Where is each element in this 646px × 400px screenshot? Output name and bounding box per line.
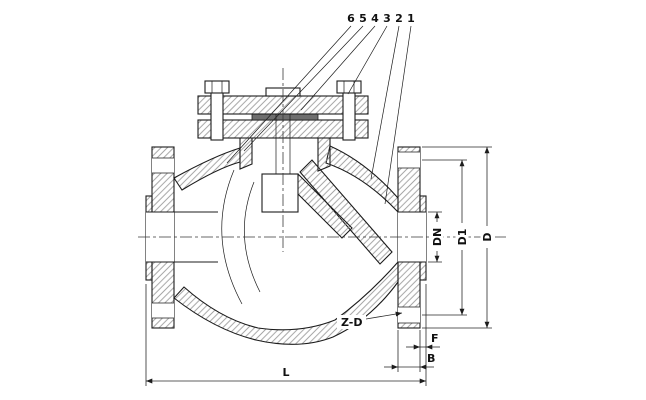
bolt-hole-bottom — [152, 303, 174, 318]
dim-label-b: B — [427, 352, 435, 365]
bolt-hole-callout: Z-D — [337, 311, 403, 329]
dim-label-d: D — [481, 232, 494, 241]
leader-line — [365, 311, 403, 320]
part-callouts: 6 5 4 3 2 1 — [226, 12, 415, 205]
body-wall-bottom — [173, 260, 399, 345]
bolt-hole-lines — [398, 151, 420, 324]
dim-label-dn: DN — [431, 228, 444, 246]
nut-facets — [211, 81, 223, 93]
body-wall-top-left — [173, 147, 241, 191]
callout-leader-lines — [226, 25, 412, 205]
dim-label-f: F — [431, 332, 439, 345]
callout-label-4: 4 — [371, 12, 379, 25]
callout-label-3: 3 — [383, 12, 391, 25]
dimension-b: B — [384, 352, 435, 370]
outlet-flange — [397, 146, 427, 329]
bonnet-neck-left — [239, 137, 253, 170]
dim-label-z-d: Z-D — [341, 316, 362, 329]
bolt-hole-lines — [152, 157, 174, 319]
centerlines — [138, 68, 506, 252]
bolt-hole-top — [152, 158, 174, 173]
callout-label-5: 5 — [359, 12, 367, 25]
dimension-d1: D1 — [455, 160, 469, 315]
dimensions: D D1 DN F B L — [145, 146, 494, 386]
bonnet-gasket — [251, 113, 319, 121]
bonnet-bolt-right — [336, 80, 362, 141]
inlet-flange — [145, 146, 218, 329]
dimension-dn: DN — [430, 212, 444, 262]
bore-lines — [398, 211, 426, 263]
dimension-f: F — [406, 332, 440, 350]
valve-body — [173, 145, 399, 345]
dim-label-d1: D1 — [456, 229, 469, 246]
bolt-hole-bottom — [398, 307, 420, 323]
bore-lines — [146, 211, 218, 263]
bonnet-bolt-left — [204, 80, 230, 141]
disc-guide — [261, 173, 299, 213]
bolt-hole-top — [398, 152, 420, 168]
disc-stem — [275, 114, 291, 174]
seat-ring-section — [299, 159, 393, 265]
label-backing — [337, 315, 366, 329]
hex-nut — [336, 80, 362, 94]
callout-label-6: 6 — [347, 12, 355, 25]
dim-label-l: L — [282, 366, 289, 379]
hex-nut — [204, 80, 230, 94]
label-backing — [430, 222, 444, 251]
label-backing — [455, 223, 469, 250]
bonnet-neck-right — [317, 137, 331, 172]
dimension-l: L — [146, 366, 426, 384]
dimension-d: D — [480, 147, 494, 328]
callout-label-1: 1 — [407, 12, 415, 25]
callout-label-2: 2 — [395, 12, 403, 25]
bolt-shank — [342, 89, 356, 141]
label-backing — [480, 226, 494, 248]
bolt-shank — [210, 89, 224, 141]
